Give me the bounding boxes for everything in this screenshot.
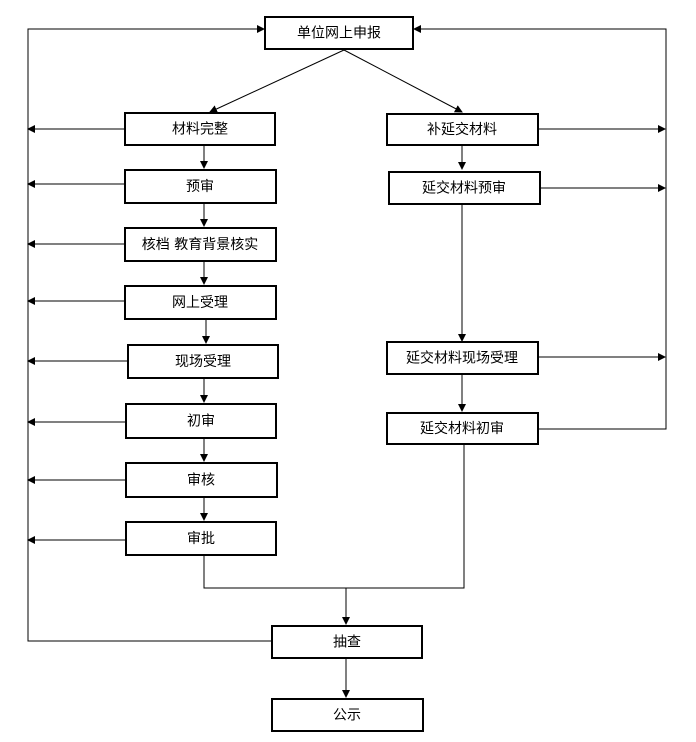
node-spot-check: 抽查 <box>271 625 423 659</box>
node-label: 延交材料初审 <box>420 420 504 437</box>
loop-left-to-top <box>27 25 272 642</box>
node-pre-review: 预审 <box>124 169 277 204</box>
loop-right-to-top <box>413 25 667 430</box>
merge-line <box>203 444 465 589</box>
node-label: 初审 <box>187 413 215 430</box>
node-label: 核档 教育背景核实 <box>142 237 258 253</box>
node-onsite-accept: 现场受理 <box>127 344 279 379</box>
node-first-review: 初审 <box>125 403 277 439</box>
node-archive-check: 核档 教育背景核实 <box>124 227 277 262</box>
node-label: 网上受理 <box>172 295 228 311</box>
node-label: 审核 <box>187 473 215 489</box>
node-label: 现场受理 <box>175 354 231 370</box>
node-delayed-pre-review: 延交材料预审 <box>388 171 541 205</box>
node-label: 材料完整 <box>172 122 228 138</box>
node-audit: 审核 <box>125 462 278 498</box>
node-label: 单位网上申报 <box>297 26 381 42</box>
node-delayed-onsite-accept: 延交材料现场受理 <box>386 341 539 375</box>
node-materials-complete: 材料完整 <box>124 112 276 146</box>
node-label: 公示 <box>333 708 361 724</box>
arrow-to-supplement-materials <box>343 49 463 113</box>
node-label: 审批 <box>187 531 215 547</box>
node-label: 预审 <box>186 179 214 195</box>
node-label: 抽查 <box>333 635 361 651</box>
node-supplement-materials: 补延交材料 <box>386 113 539 146</box>
node-publicity: 公示 <box>271 698 424 732</box>
arrow-to-materials-complete <box>209 49 345 113</box>
node-approve: 审批 <box>125 521 277 556</box>
node-online-report: 单位网上申报 <box>264 16 414 50</box>
connectors <box>27 25 667 698</box>
node-delayed-first-review: 延交材料初审 <box>386 412 539 445</box>
node-label: 延交材料现场受理 <box>406 350 518 367</box>
node-label: 延交材料预审 <box>422 180 506 197</box>
node-online-accept: 网上受理 <box>124 285 277 320</box>
node-label: 补延交材料 <box>427 121 497 138</box>
